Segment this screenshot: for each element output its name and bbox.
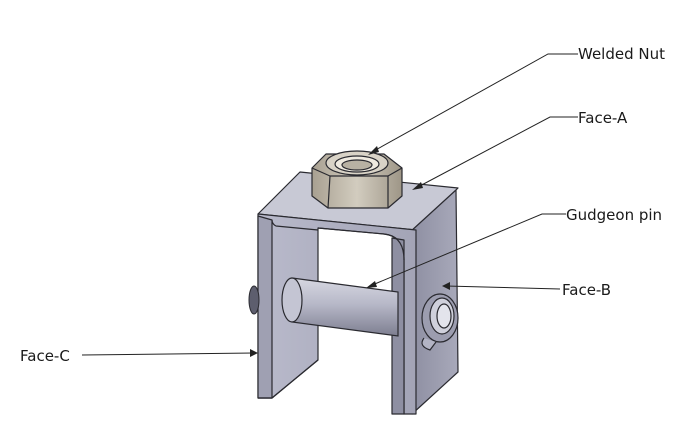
face-b-pin-end [421,293,459,351]
arrowhead-face-b [442,282,450,290]
leader-face-b [445,285,561,290]
leader-gudgeon-pin [369,213,566,287]
left-leg [257,215,273,399]
arrowhead-face-a [412,182,423,190]
leader-welded-nut [371,53,578,153]
label-face-a: Face-A [578,109,628,127]
left-inner-edge [271,219,319,231]
arrowhead-welded-nut [368,146,379,155]
leader-lines [81,53,578,357]
label-welded-nut: Welded Nut [578,45,665,63]
label-gudgeon-pin: Gudgeon pin [566,206,662,224]
inner-opening-arc [317,227,405,261]
gudgeon-pin [281,277,399,337]
left-pin-end [248,285,260,315]
leader-face-c [81,352,255,356]
leader-face-a [415,116,578,189]
welded-nut [311,150,403,209]
label-face-c: Face-C [20,347,70,365]
label-face-b: Face-B [562,281,611,299]
left-leg-bottom [258,359,319,399]
arrowhead-face-c [250,349,258,357]
arrowhead-gudgeon-pin [366,281,377,288]
u-bracket [257,171,459,415]
